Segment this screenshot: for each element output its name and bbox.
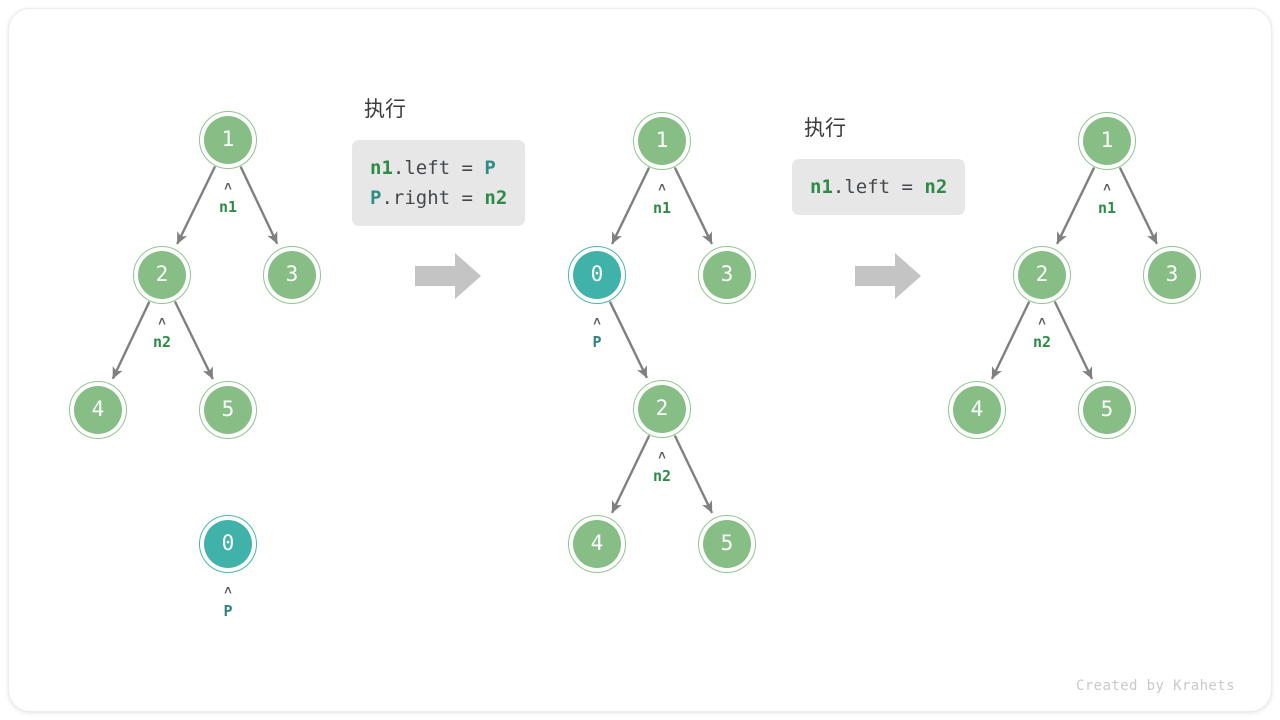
- tree-node-disc: [1018, 251, 1066, 299]
- tree-node-value: 3: [285, 262, 299, 286]
- pointer-label-n2: ˄ n2: [1002, 315, 1082, 351]
- pointer-caret-icon: ˄: [593, 315, 601, 330]
- tree-node-value: 2: [655, 396, 669, 420]
- tree-node-value: 0: [221, 531, 235, 555]
- tree-node-disc: [204, 116, 252, 164]
- pointer-caret-icon: ˄: [224, 584, 232, 599]
- tree-node-3[interactable]: 3: [1143, 246, 1201, 304]
- tree-node-disc: [1083, 117, 1131, 165]
- tree-node-1[interactable]: 1: [1078, 112, 1136, 170]
- tree-node-disc: [573, 251, 621, 299]
- tree-node-disc: [703, 520, 751, 568]
- pointer-label-n1: ˄ n1: [622, 181, 702, 217]
- tree-node-disc: [953, 386, 1001, 434]
- pointer-caret-icon: ˄: [658, 449, 666, 464]
- tree-node-5[interactable]: 5: [1078, 381, 1136, 439]
- code-line: n1.left = P: [370, 153, 507, 183]
- pointer-label-text: n1: [218, 198, 238, 216]
- tree-node-3[interactable]: 3: [698, 246, 756, 304]
- tree-node-disc: [1148, 251, 1196, 299]
- tree-node-value: 1: [221, 127, 235, 151]
- tree-node-5[interactable]: 5: [698, 515, 756, 573]
- tree-node-1[interactable]: 1: [633, 112, 691, 170]
- tree-node-disc: [638, 385, 686, 433]
- tree-node-4[interactable]: 4: [69, 381, 127, 439]
- tree-node-value: 3: [1165, 262, 1179, 286]
- tree-node-4[interactable]: 4: [948, 381, 1006, 439]
- pointer-caret-icon: ˄: [158, 315, 166, 330]
- code-line: n1.left = n2: [810, 172, 947, 202]
- transition-arrow-1-icon: [415, 253, 481, 304]
- tree-node-value: 2: [1035, 262, 1049, 286]
- pointer-label-text: P: [592, 333, 602, 351]
- tree-node-0[interactable]: 0: [199, 515, 257, 573]
- code-token: P: [484, 157, 496, 179]
- code-token: .left =: [392, 157, 485, 179]
- code-token: n2: [484, 187, 508, 209]
- tree-node-value: 5: [221, 397, 235, 421]
- code-token: n1: [370, 157, 393, 179]
- tree-node-value: 3: [720, 262, 734, 286]
- tree-node-disc: [703, 251, 751, 299]
- step-2-title: 执行: [804, 116, 846, 140]
- pointer-label-P: ˄P: [188, 584, 268, 620]
- pointer-label-P: ˄P: [557, 315, 637, 351]
- tree-node-value: 1: [1100, 128, 1114, 152]
- pointer-caret-icon: ˄: [658, 181, 666, 196]
- tree-node-disc: [268, 251, 316, 299]
- tree-node-disc: [638, 117, 686, 165]
- pointer-label-text: n1: [1097, 199, 1117, 217]
- tree-node-value: 5: [720, 531, 734, 555]
- pointer-label-text: n1: [652, 199, 672, 217]
- tree-node-2[interactable]: 2: [133, 246, 191, 304]
- tree-node-5[interactable]: 5: [199, 381, 257, 439]
- pointer-label-text: n2: [652, 467, 672, 485]
- code-token: n2: [924, 176, 948, 198]
- tree-node-value: 4: [970, 397, 984, 421]
- pointer-caret-icon: ˄: [1038, 315, 1046, 330]
- pointer-label-n2: ˄ n2: [122, 315, 202, 351]
- tree-node-4[interactable]: 4: [568, 515, 626, 573]
- pointer-label-text: P: [223, 602, 233, 620]
- pointer-label-n2: ˄ n2: [622, 449, 702, 485]
- tree-node-disc: [204, 520, 252, 568]
- tree-node-value: 2: [155, 262, 169, 286]
- tree-node-disc: [1083, 386, 1131, 434]
- tree-node-value: 4: [91, 397, 105, 421]
- code-token: .right =: [381, 187, 485, 209]
- pointer-label-n1: ˄ n1: [188, 180, 268, 216]
- tree-node-0[interactable]: 0: [568, 246, 626, 304]
- tree-node-2[interactable]: 2: [1013, 246, 1071, 304]
- tree-node-value: 5: [1100, 397, 1114, 421]
- step-2-code-block: n1.left = n2: [792, 159, 966, 215]
- pointer-caret-icon: ˄: [1103, 181, 1111, 196]
- tree-node-disc: [573, 520, 621, 568]
- tree-node-1[interactable]: 1: [199, 111, 257, 169]
- tree-node-value: 0: [590, 262, 604, 286]
- pointer-label-text: n2: [152, 333, 172, 351]
- code-line: P.right = n2: [370, 183, 507, 213]
- tree-node-disc: [138, 251, 186, 299]
- code-token: P: [370, 187, 382, 209]
- code-token: n1: [810, 176, 833, 198]
- code-token: .left =: [832, 176, 925, 198]
- step-1-title: 执行: [364, 97, 406, 121]
- pointer-caret-icon: ˄: [224, 180, 232, 195]
- transition-arrow-2-icon: [855, 253, 921, 304]
- pointer-label-text: n2: [1032, 333, 1052, 351]
- watermark-credit: Created by Krahets: [1076, 678, 1235, 694]
- tree-node-value: 4: [590, 531, 604, 555]
- tree-node-disc: [204, 386, 252, 434]
- tree-node-value: 1: [655, 128, 669, 152]
- pointer-label-n1: ˄ n1: [1067, 181, 1147, 217]
- tree-node-disc: [74, 386, 122, 434]
- tree-node-3[interactable]: 3: [263, 246, 321, 304]
- tree-node-2[interactable]: 2: [633, 380, 691, 438]
